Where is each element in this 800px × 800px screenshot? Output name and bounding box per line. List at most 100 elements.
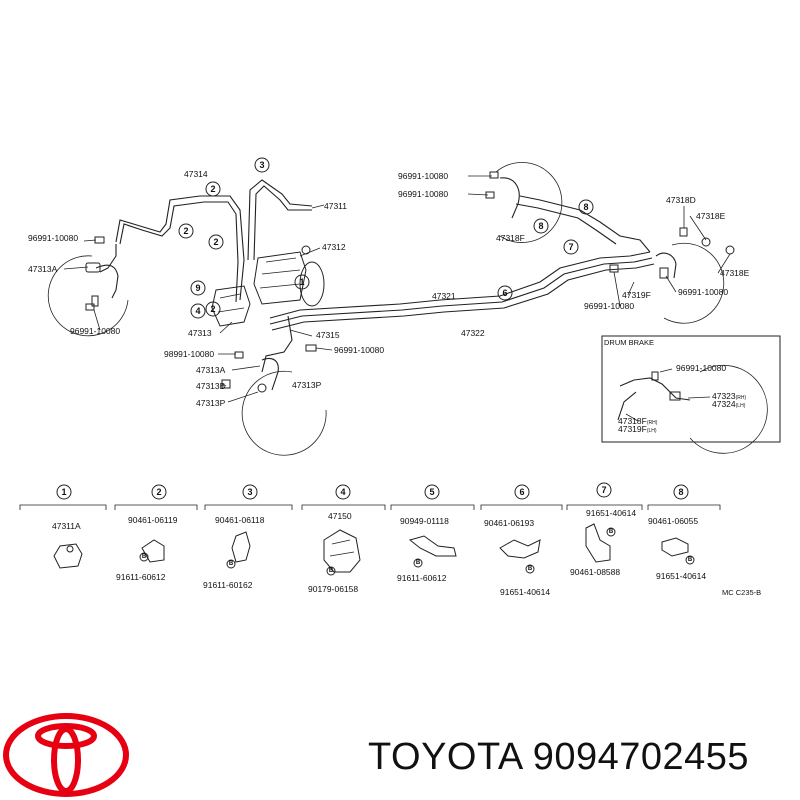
svg-text:3: 3	[259, 160, 264, 170]
svg-text:8: 8	[538, 221, 543, 231]
left-rear-disc	[241, 357, 327, 456]
label-96991-b: 96991-10080	[70, 326, 120, 336]
legend-item-2: 2 90461-06119 B 91611-60612	[116, 484, 178, 582]
legend-2-bottom: 91611-60612	[116, 572, 166, 582]
svg-text:B: B	[528, 566, 533, 572]
left-front-disc	[47, 255, 129, 337]
svg-text:2: 2	[156, 487, 161, 497]
label-96991-e: 96991-10080	[398, 189, 448, 199]
label-47314: 47314	[184, 169, 208, 179]
label-47322: 47322	[461, 328, 485, 338]
part-number: 9094702455	[532, 736, 750, 778]
legend-item-7: 7 91651-40614 B 90461-08588	[570, 482, 636, 577]
label-96991-g: 96991-10080	[584, 301, 634, 311]
legend-row: 1 47311A 2 90461-06119 B 91611-60612 3 9…	[19, 482, 761, 597]
legend-item-3: 3 90461-06118 B 91611-60162	[203, 484, 265, 590]
legend-7-bottom: 90461-08588	[570, 567, 620, 577]
svg-text:2: 2	[213, 237, 218, 247]
label-47319f: 47319F	[622, 290, 651, 300]
label-47313a-b: 47313A	[196, 365, 226, 375]
svg-text:B: B	[142, 554, 147, 560]
drum-brake-inset: DRUM BRAKE 96991-10080 47323(RH) 47324(L…	[601, 335, 781, 454]
callout-2-c: 2	[208, 234, 224, 250]
callout-8-a: 8	[578, 199, 594, 215]
leader-lines	[63, 175, 731, 403]
legend-6-top: 90461-06193	[484, 518, 534, 528]
drum-label-47324: 47324(LH)	[712, 399, 746, 409]
label-47313: 47313	[188, 328, 212, 338]
svg-text:7: 7	[568, 242, 573, 252]
drum-brake-title: DRUM BRAKE	[604, 338, 654, 347]
label-47318e-b: 47318E	[720, 268, 750, 278]
drum-label-47318f: 47318F(RH)	[618, 416, 658, 426]
label-47311: 47311	[324, 201, 347, 211]
label-47321: 47321	[432, 291, 456, 301]
toyota-logo-icon	[3, 713, 129, 797]
legend-item-1: 1 47311A	[52, 484, 83, 569]
legend-item-4: 4 47150 B 90179-06158	[308, 484, 361, 594]
legend-3-bottom: 91611-60162	[203, 580, 253, 590]
svg-text:B: B	[329, 568, 334, 574]
brake-pipes	[99, 179, 655, 373]
ref-code: MC C235-B	[722, 588, 761, 597]
callout-2-a: 2	[205, 181, 221, 197]
legend-item-6: 6 90461-06193 B 91651-40614	[484, 484, 550, 597]
callouts: 3 2 2 2 2 9 4 1 6 7 8 8	[178, 157, 594, 319]
svg-text:B: B	[609, 529, 614, 535]
callout-2-d: 2	[205, 301, 221, 317]
drum-label-47323: 47323(RH)	[712, 391, 747, 401]
callout-3-top: 3	[254, 157, 270, 173]
svg-text:9: 9	[195, 283, 200, 293]
callout-4: 4	[190, 303, 206, 319]
label-47318e-a: 47318E	[696, 211, 726, 221]
legend-4-bottom: 90179-06158	[308, 584, 358, 594]
legend-4-top: 47150	[328, 511, 352, 521]
legend-3-top: 90461-06118	[215, 515, 265, 525]
svg-text:6: 6	[502, 288, 507, 298]
label-47315: 47315	[316, 330, 340, 340]
label-47313p-b: 47313P	[292, 380, 322, 390]
callout-7: 7	[563, 239, 579, 255]
legend-6-bottom: 91651-40614	[500, 587, 550, 597]
svg-text:8: 8	[583, 202, 588, 212]
legend-8-top: 90461-06055	[648, 516, 698, 526]
svg-text:2: 2	[183, 226, 188, 236]
svg-text:8: 8	[678, 487, 683, 497]
label-47313a-a: 47313A	[28, 264, 58, 274]
svg-text:B: B	[688, 557, 693, 563]
part-labels: 47314 47311 47312 96991-10080 47313A 969…	[28, 169, 750, 408]
master-cylinder	[211, 251, 325, 327]
legend-item-8: 8 90461-06055 B 91651-40614	[648, 484, 706, 581]
svg-text:4: 4	[340, 487, 345, 497]
legend-8-bottom: 91651-40614	[656, 571, 706, 581]
legend-2-top: 90461-06119	[128, 515, 178, 525]
legend-1-top: 47311A	[52, 521, 81, 531]
label-47313p-a: 47313P	[196, 398, 226, 408]
legend-item-5: 5 90949-01118 B 91611-60612	[397, 484, 457, 583]
svg-text:2: 2	[210, 304, 215, 314]
legend-7-top: 91651-40614	[586, 508, 636, 518]
svg-text:1: 1	[61, 487, 66, 497]
label-96991-c: 96991-10080	[334, 345, 384, 355]
brand-name: TOYOTA	[368, 736, 522, 778]
svg-text:5: 5	[429, 487, 434, 497]
callout-6: 6	[497, 285, 513, 301]
label-47318f: 47318F	[496, 233, 525, 243]
callout-1: 1	[294, 274, 310, 290]
label-47313b: 47313B	[196, 381, 226, 391]
label-47318d: 47318D	[666, 195, 696, 205]
legend-5-bottom: 91611-60612	[397, 573, 447, 583]
drum-label-47319f: 47319F(LH)	[618, 424, 657, 434]
svg-text:B: B	[416, 560, 421, 566]
svg-text:7: 7	[601, 485, 606, 495]
svg-text:B: B	[229, 561, 234, 567]
drum-label-96991: 96991-10080	[676, 363, 726, 373]
svg-text:3: 3	[247, 487, 252, 497]
label-96991-d: 96991-10080	[398, 171, 448, 181]
footer-title: TOYOTA 9094702455	[368, 738, 749, 776]
right-rear-disc	[655, 242, 725, 324]
callout-2-b: 2	[178, 223, 194, 239]
svg-text:6: 6	[519, 487, 524, 497]
label-98991: 98991-10080	[164, 349, 214, 359]
